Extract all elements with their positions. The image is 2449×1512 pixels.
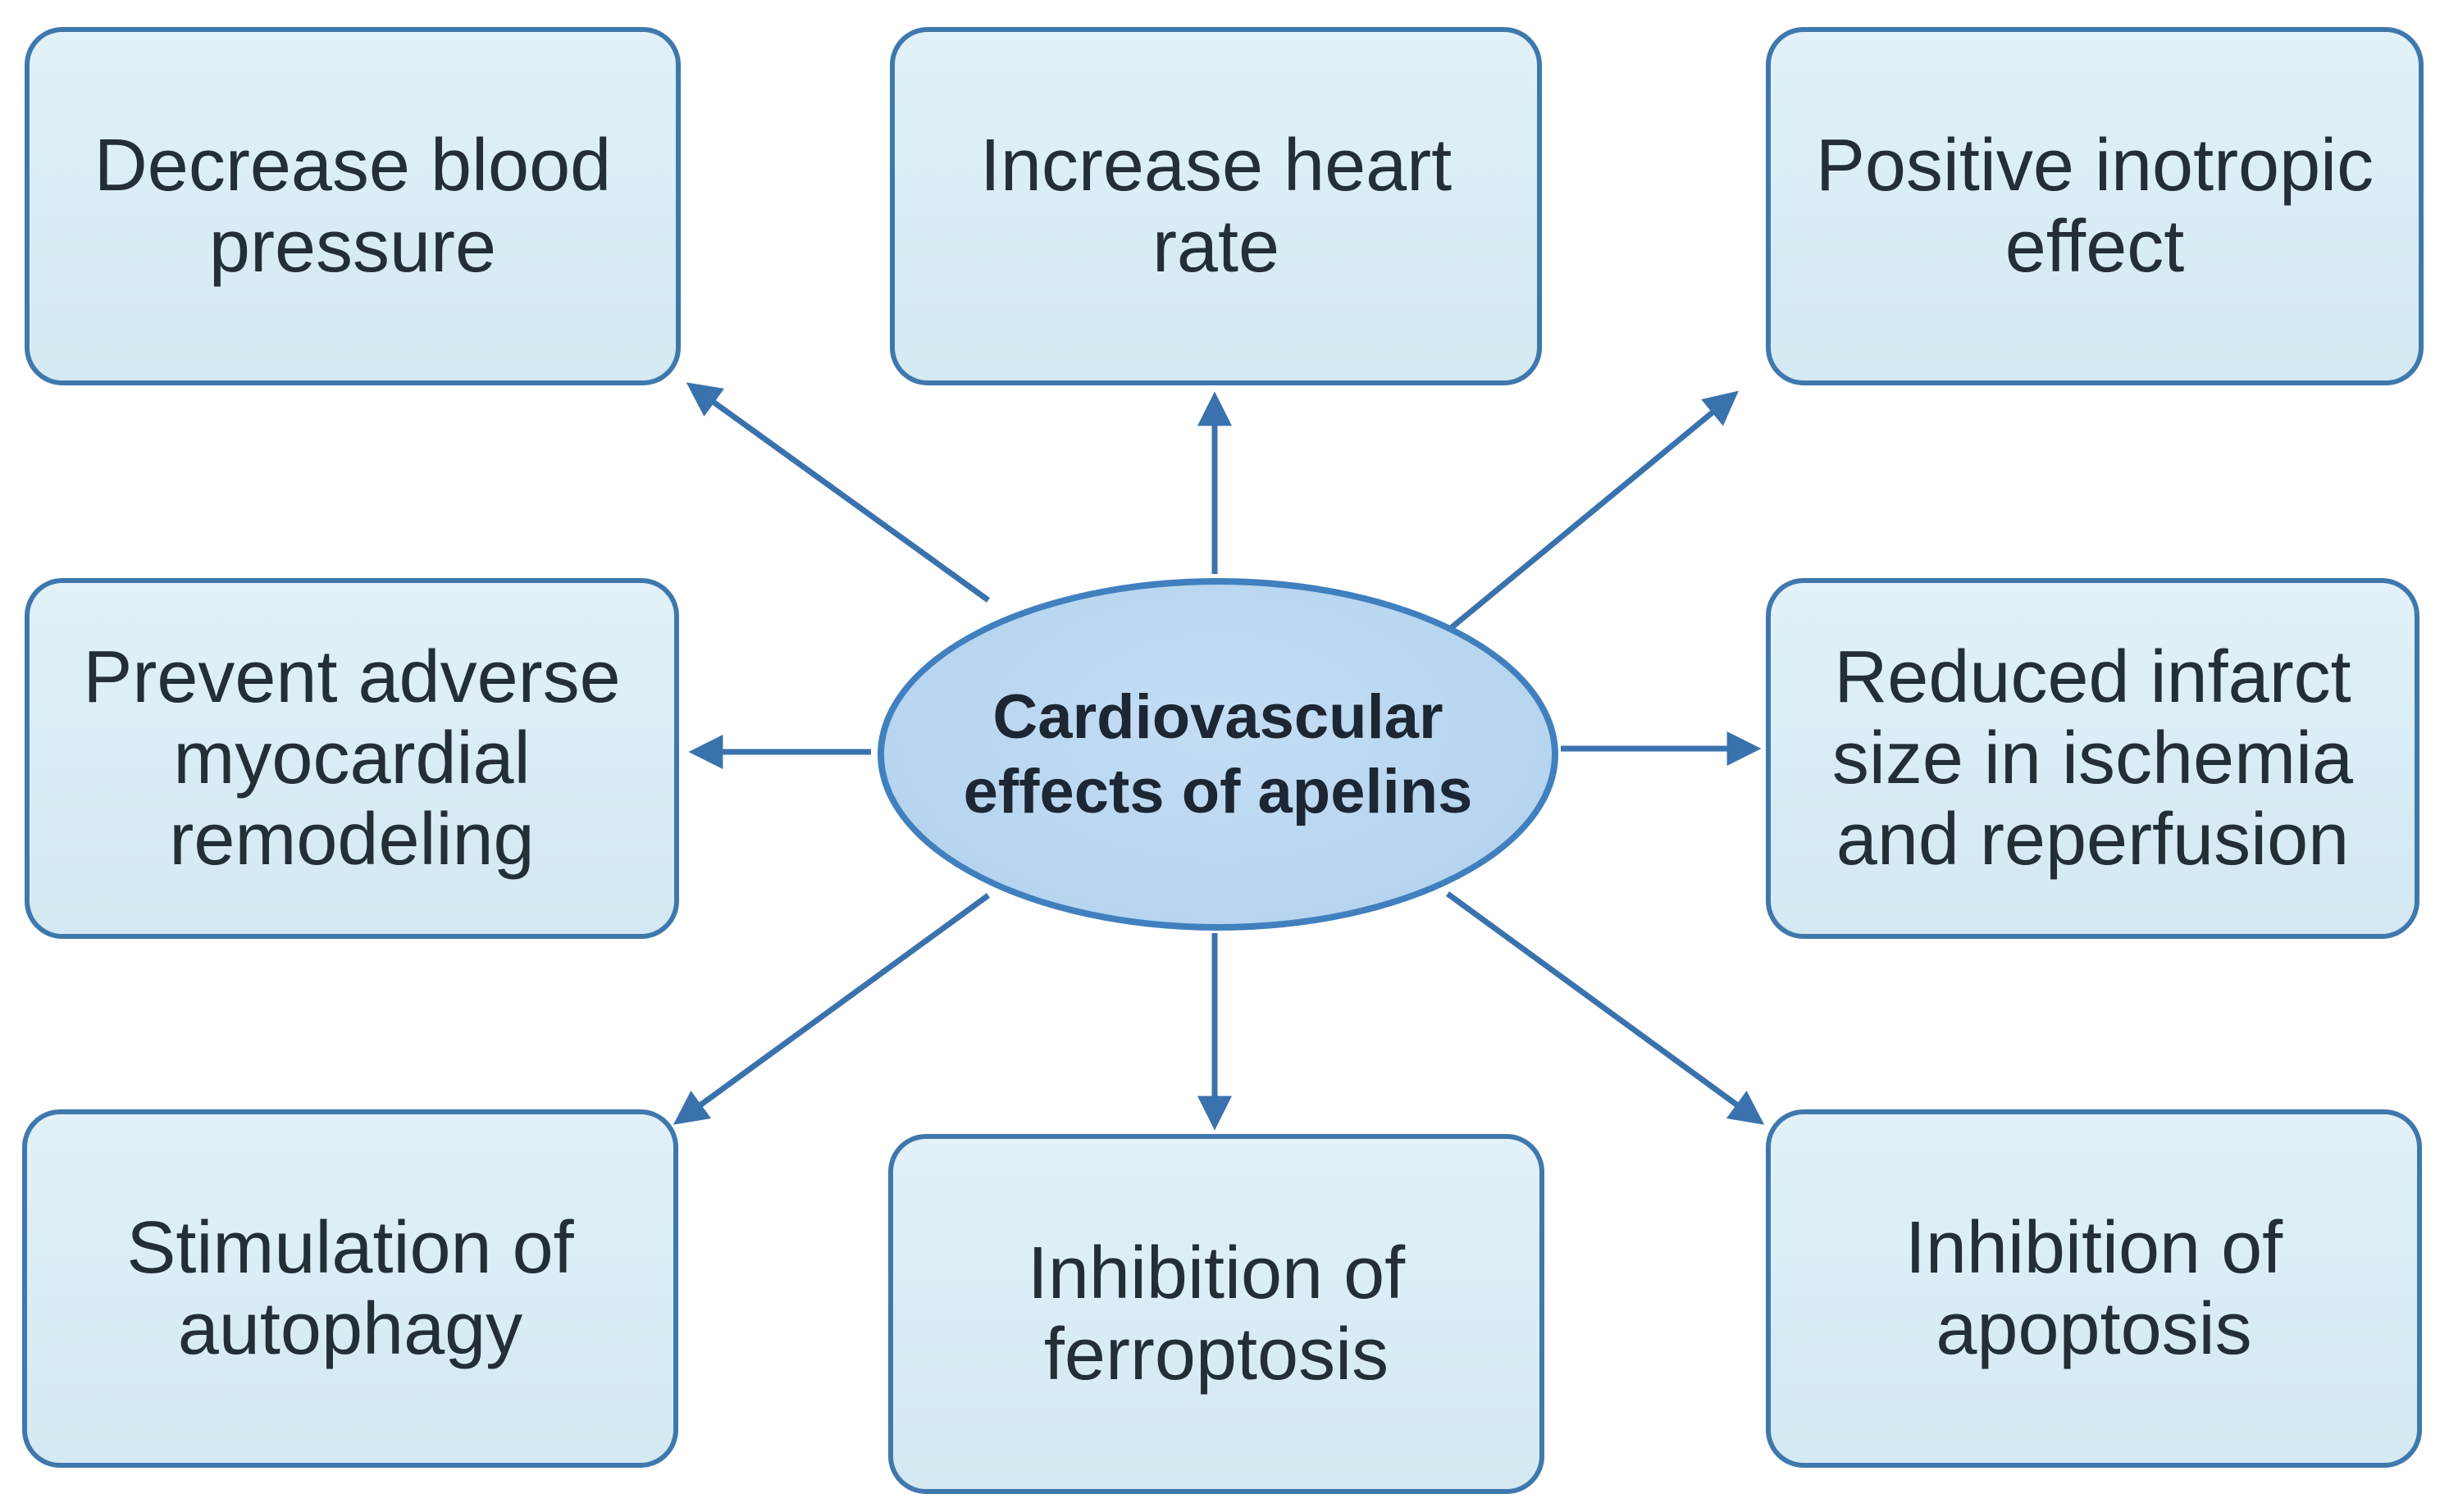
node-box-stimulation-of-autophagy: Stimulation of autophagy [22, 1109, 678, 1468]
arrow-to-bottom-left [673, 893, 991, 1125]
node-label: Reduced infarct size in ischemia and rep… [1831, 635, 2354, 881]
node-label: Increase heart rate [979, 124, 1453, 288]
center-ellipse: Cardiovascular effects of apelins [878, 578, 1558, 931]
node-box-decrease-blood-pressure: Decrease blood pressure [25, 27, 681, 385]
node-label: Inhibition of apoptosis [1904, 1206, 2283, 1370]
center-label: Cardiovascular effects of apelins [963, 681, 1473, 827]
arrow-to-top-right [1439, 390, 1739, 638]
node-label: Inhibition of ferroptosis [1027, 1232, 1406, 1396]
node-box-positive-inotropic-effect: Positive inotropic effect [1766, 27, 2424, 385]
node-box-inhibition-of-ferroptosis: Inhibition of ferroptosis [888, 1134, 1544, 1494]
node-box-prevent-adverse-myocardial-remodeling: Prevent adverse myocardial remodeling [25, 578, 679, 939]
node-box-reduced-infarct-size: Reduced infarct size in ischemia and rep… [1766, 578, 2419, 939]
node-label: Positive inotropic effect [1815, 124, 2374, 288]
node-label: Decrease blood pressure [93, 124, 612, 288]
node-label: Stimulation of autophagy [126, 1206, 574, 1370]
node-box-increase-heart-rate: Increase heart rate [890, 27, 1542, 385]
arrow-to-top-left [686, 382, 991, 603]
arrow-to-bottom-right [1445, 891, 1765, 1125]
node-label: Prevent adverse myocardial remodeling [83, 635, 621, 881]
node-box-inhibition-of-apoptosis: Inhibition of apoptosis [1766, 1109, 2422, 1468]
